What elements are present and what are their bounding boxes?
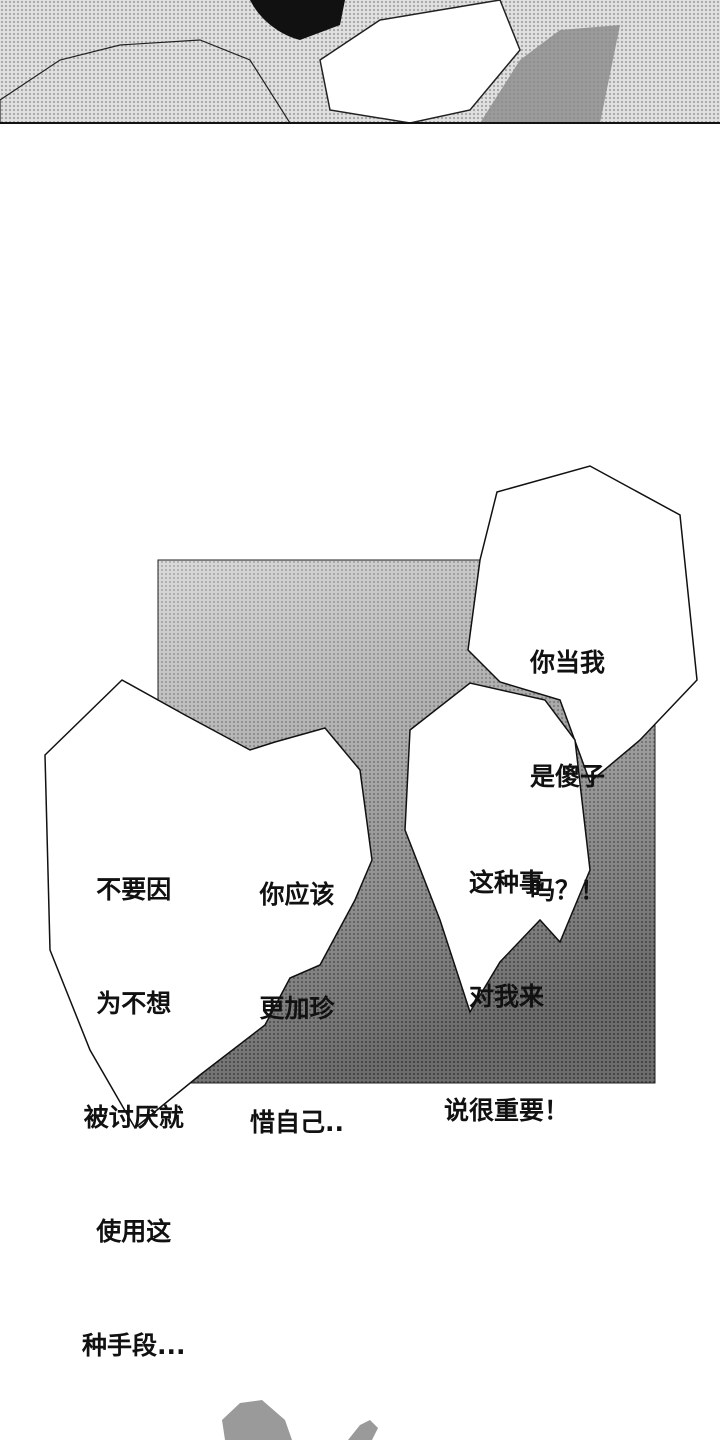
text-line: 不要因	[96, 875, 172, 904]
text-line: 为不想	[96, 989, 172, 1018]
text-line: 你当我	[530, 648, 606, 677]
bottom-panel-art	[222, 1400, 378, 1440]
text-line: 使用这	[96, 1217, 172, 1246]
text-line: 是傻子	[530, 762, 606, 791]
bubble-text-4: 不要因 为不想 被讨厌就 使用这 种手段...	[82, 795, 186, 1403]
bubble-text-1: 你当我 是傻子 吗？！	[530, 568, 605, 948]
text-line: 被讨厌就	[83, 1103, 184, 1132]
speech-bubble-2	[404, 682, 591, 1014]
text-line: 更加珍	[259, 994, 335, 1023]
hair-shape	[250, 0, 345, 40]
text-line: 这种事	[469, 868, 545, 897]
text-line: 对我来	[469, 982, 545, 1011]
text-line: 吗？！	[530, 876, 606, 905]
text-line: 种手段...	[82, 1331, 186, 1360]
speech-bubble-3-4	[44, 679, 373, 1130]
top-panel	[0, 0, 720, 124]
speech-bubble-1	[467, 465, 698, 784]
text-line: 惜自己..	[250, 1108, 344, 1137]
bubble-text-2: 这种事 对我来 说很重要！	[444, 788, 569, 1168]
text-line: 说很重要！	[444, 1096, 570, 1125]
text-line: 你应该	[259, 880, 335, 909]
bubble-text-3: 你应该 更加珍 惜自己..	[250, 800, 344, 1180]
